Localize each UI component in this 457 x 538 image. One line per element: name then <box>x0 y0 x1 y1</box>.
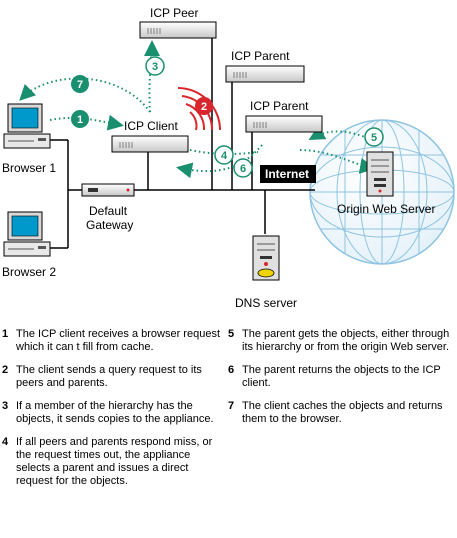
browser-2-computer <box>3 211 51 257</box>
step-marker-2: 2 <box>195 97 213 115</box>
browser-1-label: Browser 1 <box>2 161 56 175</box>
step-text: If a member of the hierarchy has the obj… <box>16 400 214 425</box>
steps-left-column: 1 The ICP client receives a browser requ… <box>2 328 222 498</box>
step-text: The parent gets the objects, either thro… <box>242 328 450 353</box>
step-text: If all peers and parents respond miss, o… <box>16 436 213 487</box>
icp-parent-2-appliance <box>245 115 323 133</box>
svg-text:2: 2 <box>201 101 207 113</box>
step-item: 3 If a member of the hierarchy has the o… <box>2 400 222 426</box>
icp-client-label: ICP Client <box>124 119 178 133</box>
step-item: 6 The parent returns the objects to the … <box>228 364 453 390</box>
dns-server-label: DNS server <box>235 296 297 310</box>
icp-parent-1-appliance <box>225 65 305 83</box>
step-marker-1: 1 <box>71 110 89 128</box>
origin-web-server-tower <box>366 151 394 197</box>
default-gateway-label-line2: Gateway <box>86 218 133 232</box>
svg-text:1: 1 <box>77 114 83 126</box>
internet-label: Internet <box>265 167 309 181</box>
internet-label-box <box>260 165 316 183</box>
step-text: The client caches the objects and return… <box>242 400 443 425</box>
svg-text:6: 6 <box>240 163 246 175</box>
step-marker-5: 5 <box>364 127 384 147</box>
step-marker-4: 4 <box>214 145 234 165</box>
step-number: 3 <box>2 400 9 412</box>
step-number: 1 <box>2 328 9 340</box>
steps-right-column: 5 The parent gets the objects, either th… <box>228 328 453 436</box>
step-item: 7 The client caches the objects and retu… <box>228 400 453 426</box>
step-marker-6: 6 <box>233 158 253 178</box>
step-item: 5 The parent gets the objects, either th… <box>228 328 453 354</box>
icp-peer-label: ICP Peer <box>150 6 198 20</box>
step-item: 4 If all peers and parents respond miss,… <box>2 436 222 488</box>
origin-web-server-label: Origin Web Server <box>337 202 435 216</box>
step-number: 6 <box>228 364 235 376</box>
svg-text:4: 4 <box>221 150 228 162</box>
svg-text:5: 5 <box>371 132 377 144</box>
icp-peer-appliance <box>139 21 217 39</box>
svg-text:7: 7 <box>77 79 83 91</box>
step-number: 5 <box>228 328 235 340</box>
step-number: 7 <box>228 400 235 412</box>
default-gateway-label-line1: Default <box>89 204 128 218</box>
step-item: 2 The client sends a query request to it… <box>2 364 222 390</box>
step-item: 1 The ICP client receives a browser requ… <box>2 328 222 354</box>
step-text: The parent returns the objects to the IC… <box>242 364 441 389</box>
icp-parent-1-label: ICP Parent <box>231 49 290 63</box>
step-number: 4 <box>2 436 9 448</box>
svg-text:3: 3 <box>152 61 158 73</box>
icp-client-appliance <box>111 135 189 153</box>
step-number: 2 <box>2 364 9 376</box>
step-text: The ICP client receives a browser reques… <box>16 328 220 353</box>
step-marker-3: 3 <box>145 56 165 76</box>
network-diagram: ICP Peer ICP Parent ICP Parent ICP Clien… <box>2 6 455 310</box>
step-text: The client sends a query request to its … <box>16 364 202 389</box>
dns-server-tower <box>252 235 280 281</box>
step-marker-7: 7 <box>71 75 89 93</box>
browser-1-computer <box>3 103 51 149</box>
icp-parent-2-label: ICP Parent <box>250 99 309 113</box>
browser-2-label: Browser 2 <box>2 265 56 279</box>
default-gateway-router <box>81 183 135 197</box>
